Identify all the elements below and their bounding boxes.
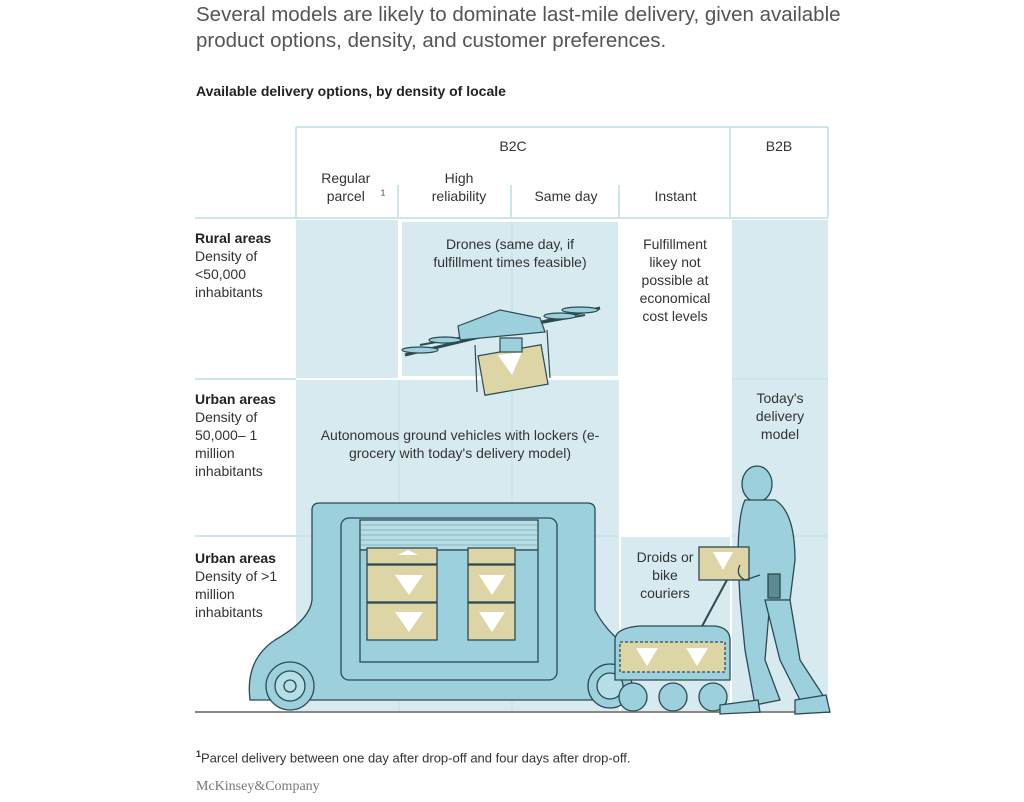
column-header-same-day: Same day	[534, 188, 598, 204]
cell-droids: Droids or bike couriers	[636, 549, 694, 601]
group-header-b2c: B2C	[499, 138, 527, 154]
column-header-high-reliability: High reliability	[431, 170, 487, 204]
footnote: 1Parcel delivery between one day after d…	[196, 749, 631, 766]
column-header-instant: Instant	[654, 188, 697, 204]
cell-instant-rural: Fulfillment likey not possible at econom…	[639, 236, 711, 324]
drone-illustration	[401, 306, 601, 396]
header-grid	[195, 126, 829, 537]
page-title: Several models are likely to dominate la…	[196, 3, 841, 52]
chart-subtitle: Available delivery options, by density o…	[196, 83, 506, 99]
courier-illustration	[698, 465, 831, 715]
cell-drones: Drones (same day, if fulfillment times f…	[433, 236, 587, 270]
cell-b2b: Today's delivery model	[755, 390, 805, 442]
group-header-b2b: B2B	[765, 138, 793, 154]
cell-agv: Autonomous ground vehicles with lockers …	[320, 427, 600, 461]
droid-illustration	[614, 577, 731, 712]
mckinsey-logo: McKinsey&Company	[196, 779, 320, 794]
